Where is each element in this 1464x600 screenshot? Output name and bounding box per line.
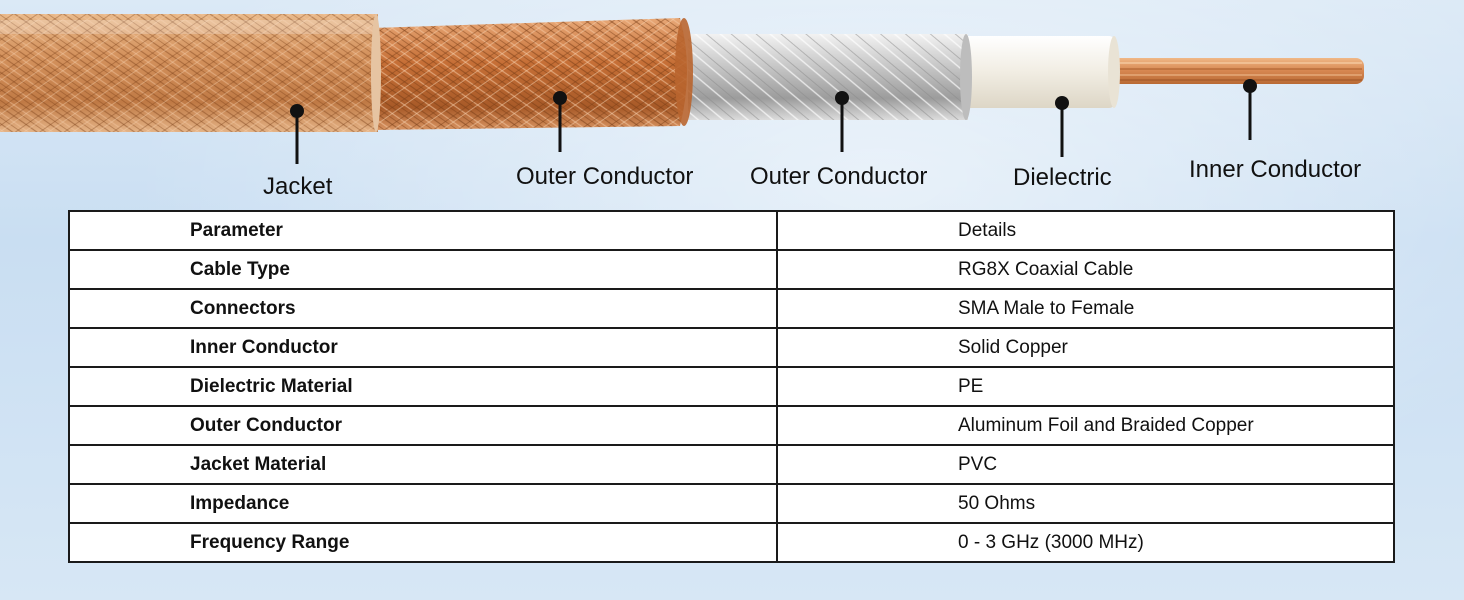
label-outer-conductor-foil: Outer Conductor: [750, 163, 928, 190]
param-cell: Parameter: [68, 210, 778, 251]
table-row: Jacket Material PVC: [68, 444, 1395, 485]
param-cell: Frequency Range: [68, 522, 778, 563]
callout-pointer-inner: [1243, 79, 1257, 140]
label-outer-conductor-braid: Outer Conductor: [516, 163, 694, 190]
param-cell: Jacket Material: [68, 444, 778, 485]
param-cell: Impedance: [68, 483, 778, 524]
callout-pointer-outer-braid: [553, 91, 567, 152]
detail-cell: Details: [776, 210, 1395, 251]
table-row: Outer Conductor Aluminum Foil and Braide…: [68, 405, 1395, 446]
callout-pointer-outer-foil: [835, 91, 849, 152]
jacket-layer: [0, 14, 381, 132]
detail-cell: PE: [776, 366, 1395, 407]
detail-cell: 0 - 3 GHz (3000 MHz): [776, 522, 1395, 563]
detail-cell: RG8X Coaxial Cable: [776, 249, 1395, 290]
param-cell: Dielectric Material: [68, 366, 778, 407]
param-cell: Outer Conductor: [68, 405, 778, 446]
table-row: Parameter Details: [68, 210, 1395, 251]
inner-conductor-wire: [1108, 58, 1364, 84]
table-row: Impedance 50 Ohms: [68, 483, 1395, 524]
detail-cell: PVC: [776, 444, 1395, 485]
table-row: Connectors SMA Male to Female: [68, 288, 1395, 329]
callout-pointer-dielectric: [1055, 96, 1069, 157]
param-cell: Cable Type: [68, 249, 778, 290]
braided-outer-conductor: [372, 18, 693, 130]
label-inner-conductor: Inner Conductor: [1189, 156, 1362, 183]
detail-cell: Solid Copper: [776, 327, 1395, 368]
coaxial-cable-illustration: [0, 14, 1364, 164]
table-row: Cable Type RG8X Coaxial Cable: [68, 249, 1395, 290]
label-jacket: Jacket: [263, 173, 333, 200]
label-dielectric: Dielectric: [1013, 164, 1112, 191]
detail-cell: SMA Male to Female: [776, 288, 1395, 329]
callout-pointer-jacket: [290, 104, 304, 164]
table-row: Inner Conductor Solid Copper: [68, 327, 1395, 368]
dielectric-layer: [955, 36, 1120, 108]
table-row: Frequency Range 0 - 3 GHz (3000 MHz): [68, 522, 1395, 563]
detail-cell: Aluminum Foil and Braided Copper: [776, 405, 1395, 446]
specification-table: Parameter Details Cable Type RG8X Coaxia…: [68, 210, 1395, 563]
table-row: Dielectric Material PE: [68, 366, 1395, 407]
detail-cell: 50 Ohms: [776, 483, 1395, 524]
foil-outer-conductor: [688, 34, 972, 120]
param-cell: Connectors: [68, 288, 778, 329]
param-cell: Inner Conductor: [68, 327, 778, 368]
